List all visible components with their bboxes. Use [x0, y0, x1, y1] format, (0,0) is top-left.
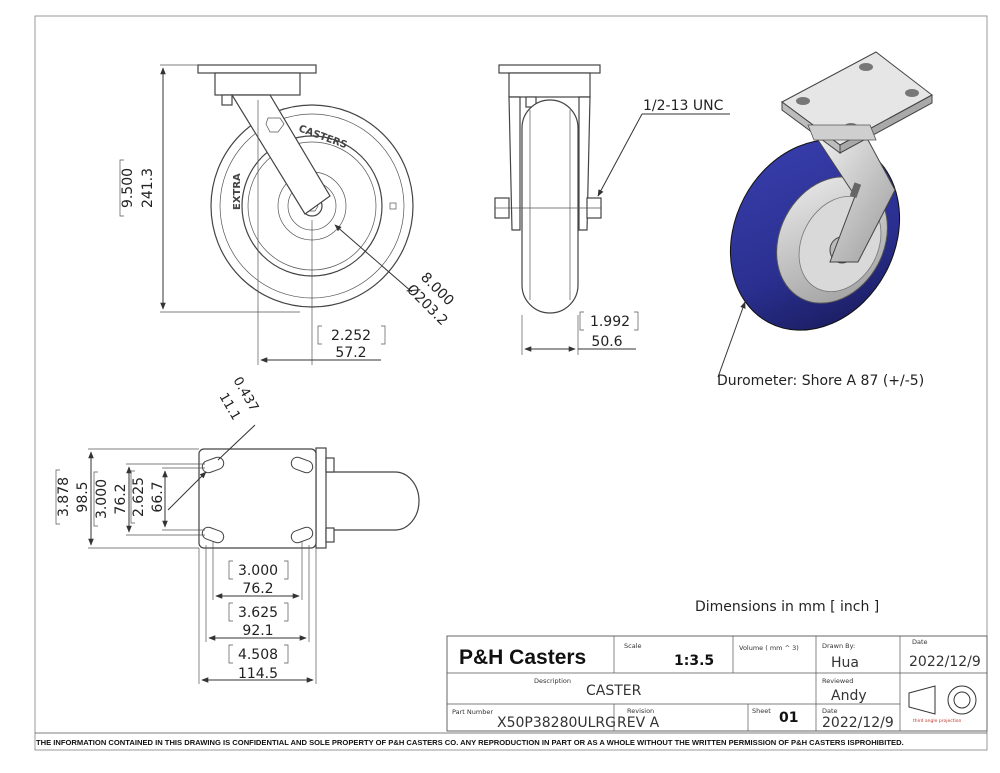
sheet-label: Sheet	[752, 707, 771, 715]
description-label: Description	[534, 677, 571, 685]
revision-value: REV A	[617, 715, 660, 731]
top-holes-w-mm: 76.2	[242, 581, 273, 597]
top-holes-h-mm: 76.2	[113, 483, 129, 514]
top-plate-w-mm: 114.5	[238, 666, 278, 682]
units-note: Dimensions in mm [ inch ]	[695, 599, 879, 615]
sheet-value: 01	[779, 710, 798, 726]
top-slot-h-mm: 66.7	[150, 481, 166, 512]
wheel-mark-text: EXTRA	[232, 173, 243, 210]
scale-label: Scale	[624, 642, 642, 650]
top-slot-w-inch: 3.625	[238, 605, 278, 621]
top-holes-w-inch: 3.000	[238, 563, 278, 579]
side-offset-mm: 57.2	[335, 345, 366, 361]
date2-value: 2022/12/9	[822, 715, 894, 731]
revision-label: Revision	[627, 707, 654, 715]
company-name: P&H Casters	[459, 646, 586, 669]
side-view: EXTRA CASTERS 9.500 241.3 2.252 57.2 8.0…	[119, 64, 457, 365]
reviewed-value: Andy	[831, 688, 867, 704]
front-thread-note: 1/2-13 UNC	[643, 98, 724, 114]
date-value: 2022/12/9	[909, 654, 981, 670]
reviewed-label: Reviewed	[822, 677, 853, 685]
top-plate-w-inch: 4.508	[238, 647, 278, 663]
sheet-border	[34, 15, 988, 751]
title-block: P&H Casters Scale 1:3.5 Volume ( mm ^ 3)…	[446, 635, 988, 732]
part-number-value: X50P38280ULRG	[497, 715, 616, 731]
projection-symbol-icon	[908, 685, 977, 715]
top-plate-h-mm: 98.5	[75, 481, 91, 512]
top-slot-h-inch: 2.625	[131, 477, 147, 517]
front-width-inch: 1.992	[590, 314, 630, 330]
iso-durometer-note: Durometer: Shore A 87 (+/-5)	[717, 373, 924, 389]
front-view: 1/2-13 UNC 1.992 50.6	[494, 64, 730, 355]
side-offset-inch: 2.252	[331, 328, 371, 344]
isometric-view: Durometer: Shore A 87 (+/-5)	[717, 51, 933, 389]
side-height-inch: 9.500	[120, 168, 136, 208]
drawn-by-value: Hua	[831, 655, 859, 671]
description-value: CASTER	[586, 683, 642, 699]
side-height-mm: 241.3	[140, 168, 156, 208]
date2-label: Date	[822, 707, 838, 715]
front-width-mm: 50.6	[591, 334, 622, 350]
top-plate-h-inch: 3.878	[56, 477, 72, 517]
projection-caption: third angle projection	[913, 718, 961, 724]
drawn-by-label: Drawn By:	[822, 642, 855, 650]
confidentiality-footer: THE INFORMATION CONTAINED IN THIS DRAWIN…	[36, 738, 904, 747]
part-number-label: Part Number	[452, 708, 493, 716]
date-label: Date	[912, 638, 928, 646]
top-slot-w-mm: 92.1	[242, 623, 273, 639]
top-view: 0.437 11.1 3.878 98.5 3.000 76.2 2.625 6…	[55, 375, 420, 684]
scale-value: 1:3.5	[674, 653, 714, 669]
volume-label: Volume ( mm ^ 3)	[739, 644, 799, 652]
top-holes-h-inch: 3.000	[94, 479, 110, 519]
